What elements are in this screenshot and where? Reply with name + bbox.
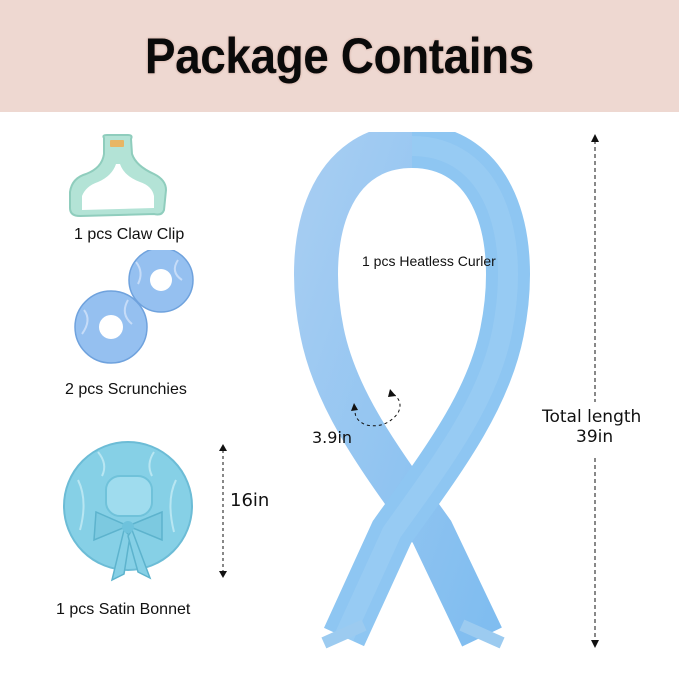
curler-diameter-label: 3.9in [312, 428, 353, 447]
total-length-arrow-icon [591, 134, 599, 648]
diameter-arrow-icon [351, 389, 401, 427]
heatless-curler-label: 1 pcs Heatless Curler [362, 253, 496, 269]
header-banner: Package Contains [0, 0, 679, 112]
heatless-curler-image [294, 132, 530, 649]
bonnet-size-label: 16in [230, 490, 270, 511]
claw-clip-image [69, 134, 168, 218]
page-title: Package Contains [145, 28, 534, 84]
claw-clip-label: 1 pcs Claw Clip [74, 226, 185, 243]
total-length-label: Total length [542, 407, 642, 427]
scrunchies-label: 2 pcs Scrunchies [65, 381, 187, 398]
bonnet-size-arrow-icon [219, 444, 227, 578]
satin-bonnet-label: 1 pcs Satin Bonnet [56, 601, 191, 618]
satin-bonnet-image [63, 441, 193, 582]
total-length-value: 39in [576, 427, 614, 447]
scrunchies-image [74, 250, 194, 364]
